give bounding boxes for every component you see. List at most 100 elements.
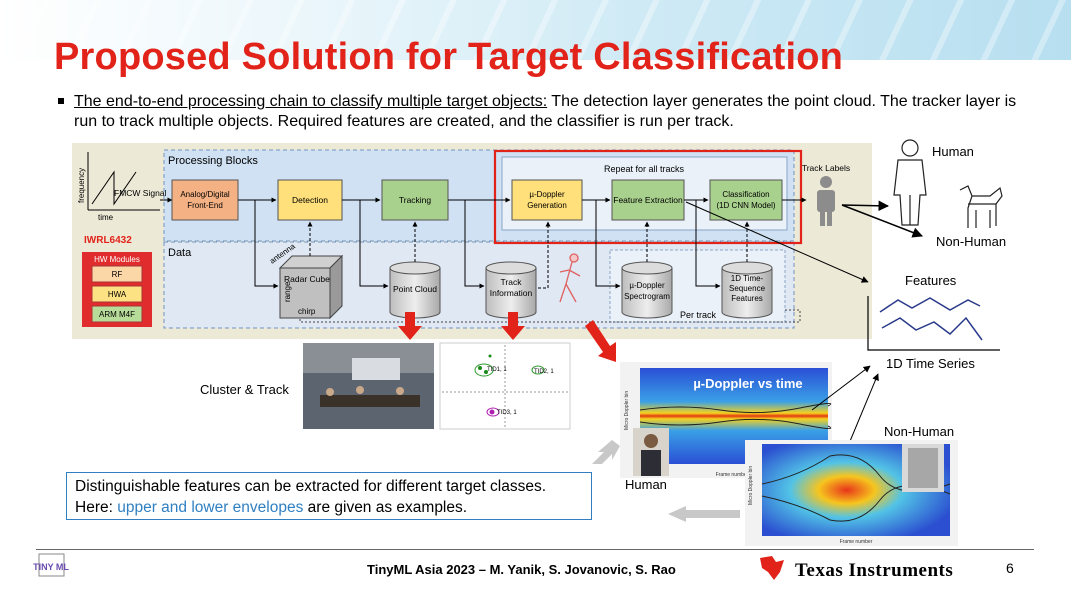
- ti-logo-text: Texas Instruments: [795, 560, 954, 581]
- bullet-rest: The detection layer generates the point …: [74, 93, 1017, 130]
- callout-box: Distinguishable features can be extracte…: [66, 472, 592, 520]
- classification-block: [709, 179, 783, 221]
- gray-arrow-2: [668, 506, 740, 522]
- photo-person-2: [356, 386, 364, 394]
- scatter-label-3: TID3, 1: [497, 410, 517, 416]
- point-cloud-label: Point Cloud: [393, 284, 437, 294]
- human-photo-head: [644, 434, 658, 448]
- timeseq-line2: Sequence: [729, 284, 766, 293]
- photo-person-1: [326, 388, 334, 396]
- timeseq-line1: 1D Time-: [731, 274, 764, 283]
- callout-text-2: are given as examples.: [303, 499, 468, 516]
- spec-title: µ-Doppler vs time: [693, 376, 802, 391]
- scatter-label-2: TID2, 1: [534, 369, 554, 375]
- adc-line2: Front-End: [187, 201, 223, 210]
- device-label: IWRL6432: [84, 235, 132, 246]
- track-info-line2: Information: [490, 288, 533, 298]
- human-spec-ylabel: Micro Doppler bin: [624, 391, 630, 430]
- tinyml-logo-text: TINY ML: [33, 562, 69, 572]
- nonhuman-caption: Non-Human: [884, 424, 954, 439]
- cube-range: range: [283, 281, 292, 302]
- hw-hwa: [91, 285, 143, 303]
- cube-chirp: chirp: [298, 307, 316, 316]
- human-lower-env: [639, 418, 832, 430]
- arrow-ti-doppler: [538, 221, 551, 289]
- adc-block: [171, 179, 239, 221]
- classification-line1: Classification: [722, 190, 769, 199]
- hw-modules-label: HW Modules: [94, 255, 140, 264]
- feedback-line: [299, 309, 801, 323]
- timeseq-top: [721, 261, 773, 275]
- detection-label: Detection: [292, 195, 328, 205]
- radar-cube: [279, 267, 331, 319]
- spectrogram-top: [621, 261, 673, 275]
- stick-figure: [559, 253, 581, 303]
- nonhuman-spec-ylabel: Micro Doppler bin: [748, 466, 754, 505]
- tracking-block: [381, 179, 449, 221]
- gray-arrow-1: [592, 440, 620, 464]
- slide-title: Proposed Solution for Target Classificat…: [54, 36, 844, 78]
- spectrogram-line1: µ-Doppler: [629, 281, 665, 290]
- track-3-ellipse: [486, 407, 500, 417]
- track-2-ellipse: [531, 365, 545, 375]
- dog-figure: [959, 185, 1003, 228]
- detection-block: [277, 179, 343, 221]
- photo-screen: [352, 358, 400, 380]
- data-label: Data: [168, 247, 192, 259]
- time-series-label: 1D Time Series: [886, 356, 975, 371]
- footer-credit: TinyML Asia 2023 – M. Yanik, S. Jovanovi…: [367, 562, 676, 577]
- track-labels: Track Labels: [802, 163, 850, 173]
- tinyml-logo: [38, 553, 65, 577]
- human-photo-body: [641, 450, 661, 476]
- point-cloud-top: [389, 261, 441, 275]
- bullet-marker: [58, 98, 64, 104]
- arrow-detection-pc: [359, 200, 389, 289]
- feature-label: Feature Extraction: [613, 195, 683, 205]
- spectrogram-cyl: [621, 268, 673, 319]
- spectrogram-line2: Spectrogram: [624, 292, 670, 301]
- header-band: [0, 0, 1071, 60]
- track-info-top: [485, 261, 537, 275]
- features-label: Features: [905, 273, 957, 288]
- track-1-point-a: [478, 366, 482, 370]
- fmcw-label: FMCW Signal: [114, 188, 167, 198]
- arrow-spec-timeseries: [811, 365, 871, 411]
- track-1-ellipse: [474, 363, 494, 377]
- red-arrow-1: [398, 312, 422, 340]
- repeat-label: Repeat for all tracks: [604, 164, 685, 174]
- highlight-box: [493, 149, 803, 245]
- callout-text-1: Distinguishable features can be extracte…: [75, 478, 547, 516]
- red-arrow-2: [501, 312, 525, 340]
- bullet-underlined: The end-to-end processing chain to class…: [74, 93, 548, 110]
- page-number: 6: [1006, 560, 1014, 576]
- nonhuman-spec-xlabel: Frame number: [840, 539, 873, 545]
- arrow-to-nonhuman: [841, 204, 923, 238]
- arrow-tracking-ti: [464, 200, 485, 289]
- cluster-track-label: Cluster & Track: [200, 382, 289, 397]
- bullet-text: The end-to-end processing chain to class…: [74, 92, 1018, 132]
- red-arrow-3: [585, 320, 616, 362]
- upper-envelope: [879, 297, 981, 313]
- cube-label: Radar Cube: [284, 274, 330, 284]
- scatter-label-1: TID1, 1: [487, 367, 507, 373]
- footer-divider: [36, 549, 1034, 550]
- human-spec-xlabel: Frame number: [716, 472, 749, 478]
- human-figure: [893, 139, 927, 226]
- bullet-point: The end-to-end processing chain to class…: [58, 92, 1018, 132]
- arrow-doppler-spec: [595, 200, 621, 289]
- track-info-line1: Track: [501, 277, 523, 287]
- doppler-block: [511, 179, 583, 221]
- hw-rf: [91, 265, 143, 283]
- hw-hwa-label: HWA: [108, 290, 127, 299]
- human-label: Human: [932, 144, 974, 159]
- feature-block: [611, 179, 685, 221]
- nonhuman-photo-door: [908, 448, 938, 488]
- doppler-line2: Generation: [527, 201, 567, 210]
- lower-envelope: [881, 316, 983, 341]
- track-3-point: [489, 409, 495, 415]
- freq-label: frequency: [77, 168, 86, 203]
- processing-blocks-label: Processing Blocks: [168, 155, 258, 167]
- arrow-to-human: [841, 200, 890, 212]
- arrow-adc-cube: [254, 200, 279, 289]
